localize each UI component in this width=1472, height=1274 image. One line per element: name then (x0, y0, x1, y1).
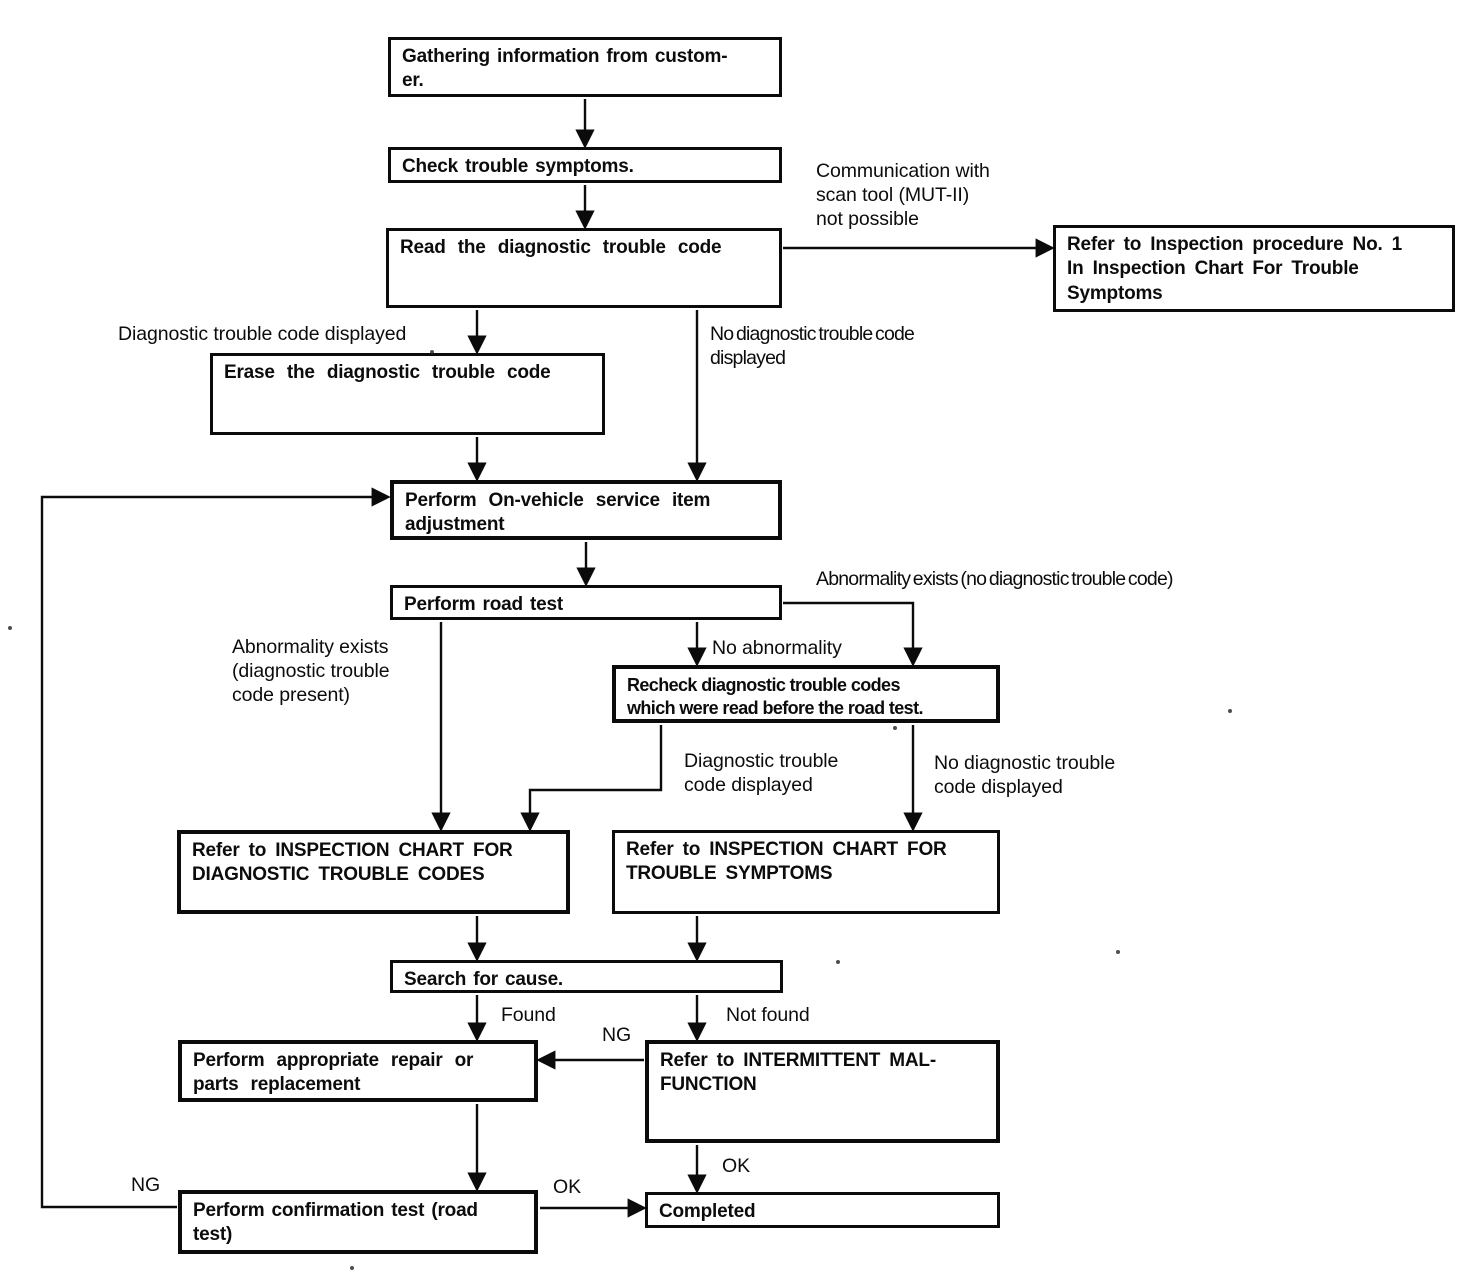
edge-recheck-to-chartdtc (520, 725, 663, 832)
node-read-diagnostic-trouble-code: Read the diagnostic trouble code (386, 228, 782, 308)
label-ok-intermittent: OK (722, 1155, 750, 1177)
node-intermittent-malfunction: Refer to INTERMITTENT MAL- FUNCTION (645, 1040, 1000, 1143)
node-chart-diagnostic-trouble-codes: Refer to INSPECTION CHART FOR DIAGNOSTIC… (177, 830, 570, 914)
scan-speck (430, 350, 434, 354)
node-completed: Completed (645, 1192, 1000, 1228)
node-search-for-cause: Search for cause. (390, 960, 783, 993)
node-gathering-information: Gathering information from custom- er. (388, 37, 782, 97)
label-communication-not-possible: Communication with scan tool (MUT-II) no… (816, 160, 990, 230)
label-ng-intermittent: NG (602, 1024, 632, 1046)
scan-speck (893, 726, 897, 730)
scan-speck (350, 1266, 354, 1270)
label-found: Found (501, 1004, 556, 1026)
label-dtc-displayed-mid: Diagnostic trouble code displayed (684, 750, 839, 796)
label-no-dtc-displayed-top: No diagnostic trouble code displayed (710, 323, 915, 369)
label-no-abnormality: No abnormality (712, 637, 842, 659)
node-confirmation-test: Perform confirmation test (road test) (178, 1190, 538, 1254)
label-ok-confirmation: OK (553, 1176, 581, 1198)
node-on-vehicle-service-adjustment: Perform On-vehicle service item adjustme… (390, 480, 782, 540)
node-check-trouble-symptoms: Check trouble symptoms. (388, 147, 782, 183)
label-no-dtc-displayed-mid: No diagnostic trouble code displayed (934, 752, 1116, 798)
scan-speck (836, 960, 840, 964)
label-abnormality-dtc-present: Abnormality exists (diagnostic trouble c… (232, 636, 390, 706)
node-erase-diagnostic-trouble-code: Erase the diagnostic trouble code (210, 353, 605, 435)
label-dtc-displayed-top: Diagnostic trouble code displayed (118, 323, 407, 345)
label-abnormality-no-dtc: Abnormality exists (no diagnostic troubl… (816, 568, 1173, 590)
node-perform-road-test: Perform road test (390, 585, 782, 620)
label-ng-confirmation: NG (131, 1174, 161, 1196)
scan-speck (1116, 950, 1120, 954)
node-refer-inspection-procedure-no1: Refer to Inspection procedure No. 1 In I… (1053, 225, 1455, 312)
node-perform-repair: Perform appropriate repair or parts repl… (178, 1040, 538, 1102)
label-not-found: Not found (726, 1004, 810, 1026)
scan-speck (1228, 709, 1232, 713)
node-chart-trouble-symptoms: Refer to INSPECTION CHART FOR TROUBLE SY… (612, 830, 1000, 914)
node-recheck-diagnostic-trouble-codes: Recheck diagnostic trouble codes which w… (612, 665, 1000, 723)
scan-speck (8, 626, 12, 630)
